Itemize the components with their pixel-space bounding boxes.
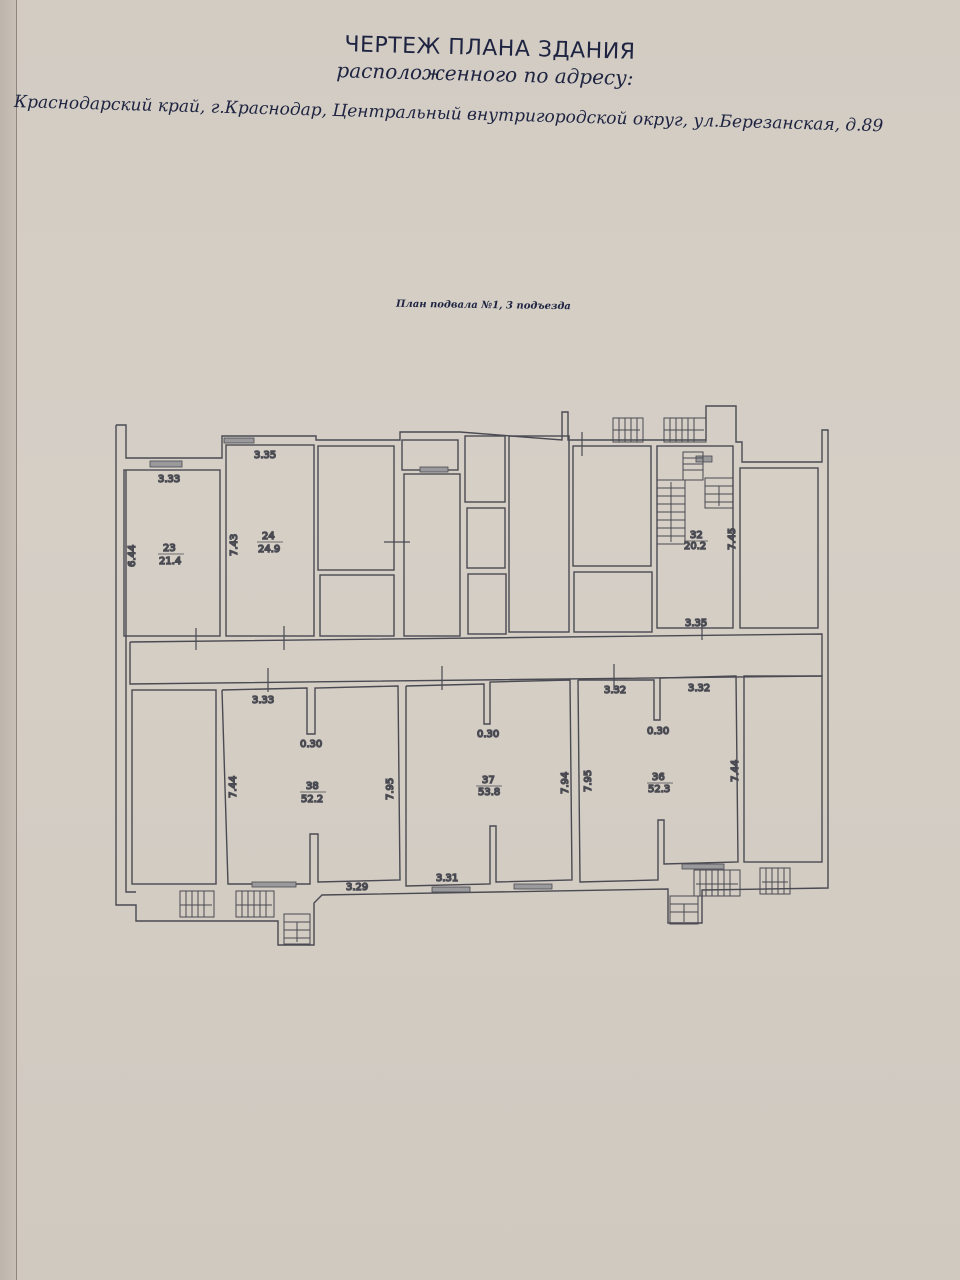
room-37-length: 7.94: [560, 772, 571, 794]
room-36-left-length: 7.95: [583, 770, 594, 792]
room-36-width: 3.32: [604, 685, 626, 696]
room-37-number: 37: [482, 775, 495, 786]
room-36-area: 52.3: [648, 784, 670, 795]
room-32-labels: 32 20.2 7.45 3.35: [683, 527, 738, 630]
stairs-bottom-right: [669, 867, 791, 925]
room-23-labels: 3.33 6.44 23 21.4: [126, 473, 184, 568]
room-23-number: 23: [163, 543, 176, 554]
room-32-width: 3.35: [685, 618, 707, 629]
room-37-labels: 0.30 37 53.8 7.94 3.31: [435, 728, 571, 884]
room-38-bottom-width: 3.29: [346, 882, 368, 893]
room-38-number: 38: [306, 781, 319, 792]
room-23-length: 6.44: [127, 545, 138, 567]
room-38-area: 52.2: [301, 794, 323, 805]
outer-walls: [115, 405, 829, 946]
door-markers: [195, 432, 703, 692]
room-38-length: 7.44: [228, 776, 239, 798]
room-24-area: 24.9: [258, 544, 280, 555]
room-38-width: 3.33: [252, 695, 274, 706]
room-36-number: 36: [652, 772, 665, 783]
room-24-number: 24: [262, 531, 275, 542]
paper-sheet: [16, 0, 960, 1280]
bottom-row-rooms: [131, 675, 823, 887]
room-23-width: 3.33: [158, 474, 180, 485]
room-24-labels: 3.35 7.43 24 24.9: [228, 449, 283, 557]
room-32-area: 20.2: [684, 541, 706, 552]
room-36-labels: 3.32 3.32 0.30 7.95 36 52.3 7.44: [582, 682, 741, 795]
room-38-pier: 0.30: [300, 739, 322, 750]
stairs-bottom-left: [179, 890, 311, 945]
room-24-width: 3.35: [254, 450, 276, 461]
room-36-length: 7.44: [730, 760, 741, 782]
room-23-area: 21.4: [159, 556, 181, 567]
room-32-length: 7.45: [727, 528, 738, 550]
room-36-width-2: 3.32: [688, 683, 710, 694]
room-38-labels: 3.33 0.30 7.44 7.95 38 52.2 3.29: [227, 694, 396, 893]
stairs-top: [612, 417, 734, 545]
room-37-width: 3.31: [436, 873, 458, 884]
room-32-number: 32: [690, 530, 703, 541]
room-24-length: 7.43: [229, 534, 240, 556]
room-38-right-length: 7.95: [385, 778, 396, 800]
room-37-pier: 0.30: [477, 729, 499, 740]
room-36-pier: 0.30: [647, 726, 669, 737]
page-binding-edge: [0, 0, 16, 1280]
room-37-area: 53.8: [478, 787, 500, 798]
windows: [149, 437, 725, 893]
